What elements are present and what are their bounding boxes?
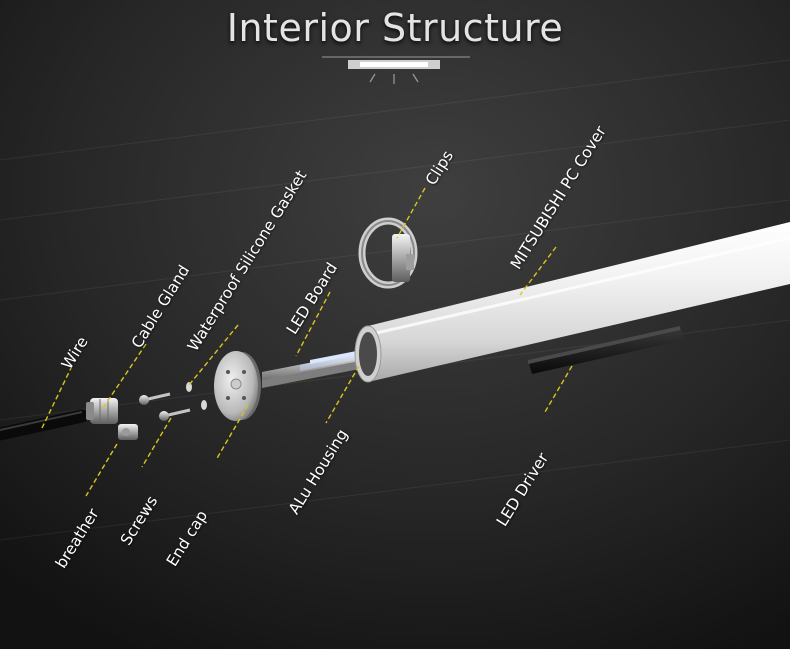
leader-led-board <box>295 291 331 357</box>
cable-gland-illustration <box>86 398 118 424</box>
breather-illustration <box>118 424 138 440</box>
leader-alu-housing <box>325 365 360 424</box>
leader-clips <box>396 187 426 239</box>
pc-cover-illustration <box>354 222 790 383</box>
leader-breather <box>85 443 118 497</box>
page-title: Interior Structure <box>226 6 564 50</box>
leader-wire <box>41 365 73 429</box>
leader-screws <box>141 417 172 468</box>
screws-illustration <box>139 392 191 421</box>
leader-pc-cover <box>519 246 557 296</box>
leader-led-driver <box>544 365 573 413</box>
end-cap-illustration <box>214 351 261 421</box>
leader-lines <box>41 187 573 497</box>
gasket-illustration <box>186 382 207 410</box>
led-driver-illustration <box>528 326 684 374</box>
title-lamp-icon <box>322 56 470 84</box>
leader-end-cap <box>215 404 249 461</box>
clip-illustration <box>358 217 418 289</box>
leader-cable-gland <box>102 343 147 409</box>
leader-gasket <box>188 324 239 386</box>
wire-illustration <box>0 409 89 441</box>
